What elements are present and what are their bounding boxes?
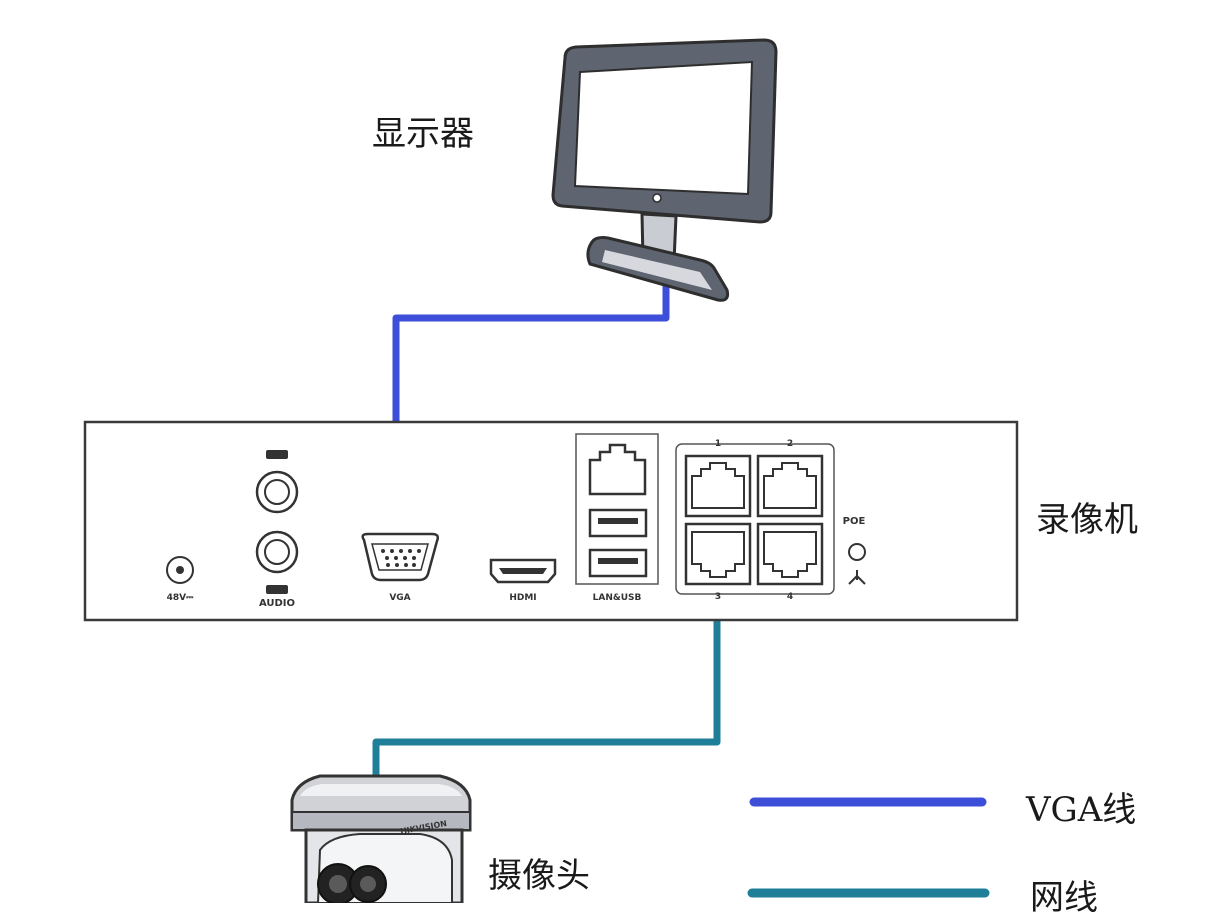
poe-port-3-number: 3 <box>715 592 721 602</box>
network-cable <box>372 572 721 786</box>
camera-label: 摄像头 <box>488 856 590 896</box>
rj45-port-icon <box>588 443 647 496</box>
power-jack-icon <box>166 556 194 584</box>
poe-port-2-number: 2 <box>787 439 793 449</box>
vga-port-label: VGA <box>389 593 410 603</box>
poe-ports <box>684 454 824 586</box>
ground-icon <box>848 570 866 585</box>
poe-indicator <box>848 543 866 561</box>
hdmi-port-label: HDMI <box>509 593 536 603</box>
monitor-label: 显示器 <box>372 114 474 154</box>
legend-network-label: 网线 <box>1030 878 1098 918</box>
hdmi-port-icon <box>489 558 557 584</box>
lan-usb-port-label: LAN&USB <box>593 593 642 603</box>
legend-vga-label: VGA线 <box>1026 790 1137 830</box>
vga-port-icon <box>361 532 440 582</box>
recorder-label: 录像机 <box>1036 500 1138 540</box>
poe-port-4-number: 4 <box>787 592 793 602</box>
poe-port-1-number: 1 <box>715 439 721 449</box>
monitor-icon <box>551 38 778 302</box>
audio-jack-icon <box>255 450 299 594</box>
dome-camera-icon: HIKVISION <box>290 774 472 903</box>
lan-usb-group <box>575 433 659 585</box>
poe-group <box>675 443 835 595</box>
poe-text: POE <box>843 516 866 527</box>
audio-port-label: AUDIO <box>259 598 295 609</box>
power-port-label: 48V⎓ <box>167 593 194 603</box>
usb-port-icon <box>588 508 648 578</box>
dvr-recorder-icon: 1 2 3 4 POE 48V⎓ AUDIO VGA HDMI LAN&USB <box>83 420 1019 622</box>
